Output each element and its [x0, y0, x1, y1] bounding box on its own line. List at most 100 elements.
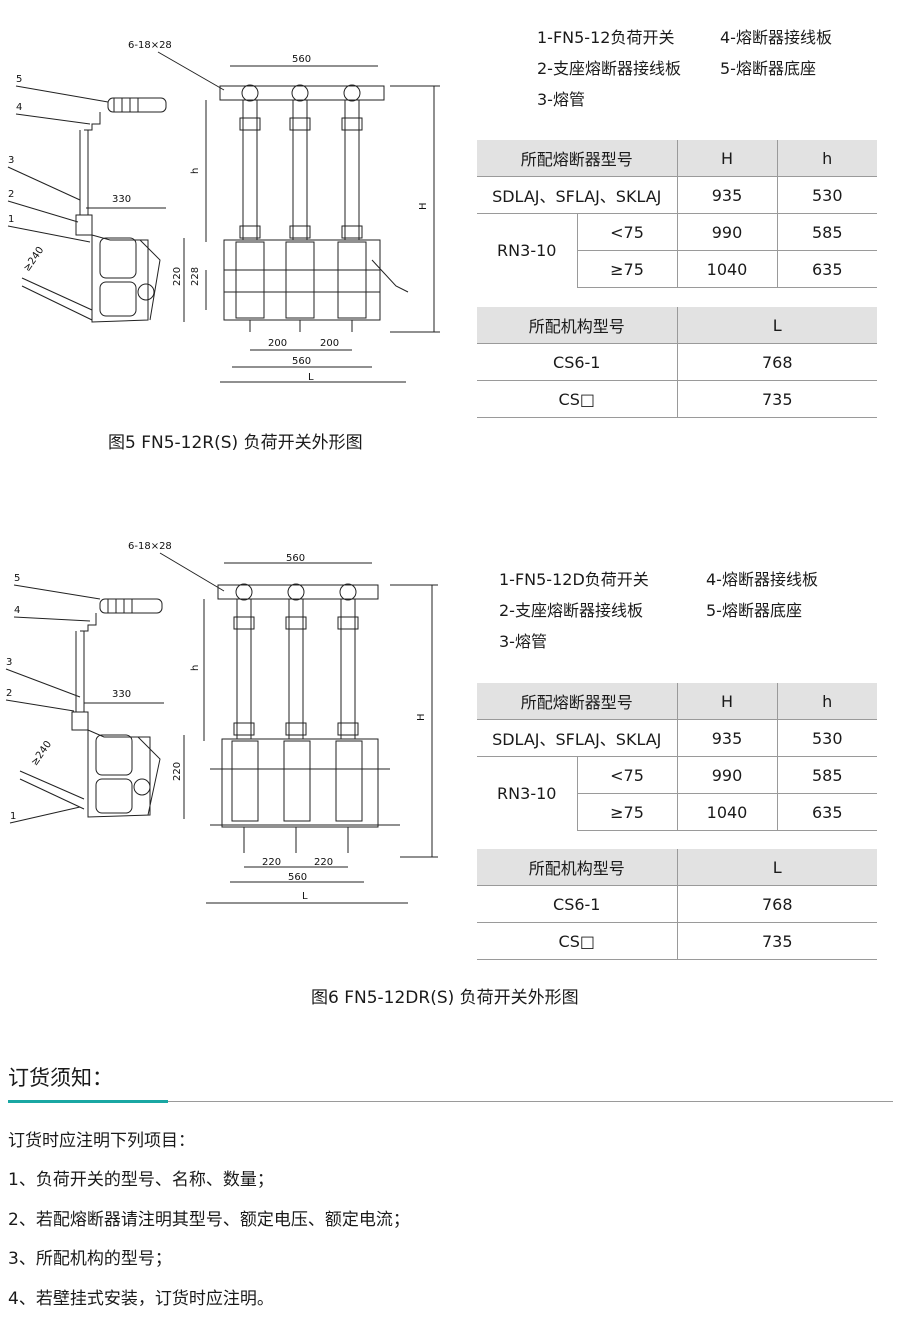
legend-item-5: 5-熔断器底座 — [706, 601, 802, 620]
dim-L: L — [308, 372, 314, 383]
notes-title: 订货须知： — [8, 1066, 113, 1090]
legend-item-2: 2-支座熔断器接线板 — [499, 601, 643, 620]
callout-4: 4 — [14, 605, 20, 616]
legend-item-3: 3-熔管 — [499, 632, 547, 651]
header-H: H — [676, 683, 777, 720]
note-item: 2、若配熔断器请注明其型号、额定电压、额定电流； — [8, 1210, 410, 1230]
dim-220: 220 — [172, 762, 183, 781]
cell-h: 635 — [776, 793, 877, 831]
legend-item-1: 1-FN5-12负荷开关 — [537, 28, 675, 47]
cell-H: 1040 — [676, 250, 777, 288]
notes-intro: 订货时应注明下列项目： — [8, 1131, 195, 1151]
figure5-mechanism-table: 所配机构型号 L CS6-1 768 CS□ 735 — [477, 307, 877, 418]
notes-accent-bar — [8, 1100, 168, 1103]
dim-330: 330 — [112, 194, 131, 205]
dim-bottom-560: 560 — [288, 872, 307, 883]
dim-228: 228 — [190, 267, 201, 286]
figure6-mechanism-table: 所配机构型号 L CS6-1 768 CS□ 735 — [477, 849, 877, 960]
dim-bottom-560: 560 — [292, 356, 311, 367]
figure6-caption: 图6 FN5-12DR(S) 负荷开关外形图 — [311, 988, 579, 1008]
cell-mechanism: CS□ — [477, 922, 677, 960]
header-h: h — [776, 140, 877, 177]
callout-1: 1 — [10, 811, 16, 822]
cell-H: 935 — [676, 176, 777, 214]
dim-220b: 220 — [314, 857, 333, 868]
table-row: CS□ 735 — [477, 380, 877, 418]
callout-4: 4 — [16, 102, 22, 113]
table-row: SDLAJ、SFLAJ、SKLAJ 935 530 — [477, 176, 877, 214]
dim-200a: 200 — [268, 338, 287, 349]
dim-slot: 6-18×28 — [128, 541, 172, 552]
cell-L: 768 — [676, 885, 877, 923]
callout-2: 2 — [6, 688, 12, 699]
figure6-drawing: 5 4 3 2 1 330 ≥240 220 6-18×28 560 h H 2… — [0, 537, 450, 917]
note-item: 4、若壁挂式安装，订货时应注明。 — [8, 1289, 274, 1309]
cell-model: SDLAJ、SFLAJ、SKLAJ — [477, 719, 677, 757]
callout-3: 3 — [8, 155, 14, 166]
dim-200b: 200 — [320, 338, 339, 349]
dim-top-560: 560 — [286, 553, 305, 564]
cell-h: 530 — [776, 719, 877, 757]
dim-240: ≥240 — [29, 739, 54, 768]
callout-5: 5 — [16, 74, 22, 85]
figure5-legend: 1-FN5-12负荷开关 4-熔断器接线板 2-支座熔断器接线板 5-熔断器底座… — [537, 22, 832, 115]
legend-item-2: 2-支座熔断器接线板 — [537, 59, 681, 78]
note-item: 1、负荷开关的型号、名称、数量； — [8, 1170, 274, 1190]
dim-220: 220 — [172, 267, 183, 286]
cell-model: SDLAJ、SFLAJ、SKLAJ — [477, 176, 677, 214]
cell-mechanism: CS6-1 — [477, 885, 677, 923]
cell-H: 935 — [676, 719, 777, 757]
table-row: RN3-10 <75 990 585 — [477, 756, 877, 831]
dim-top-560: 560 — [292, 54, 311, 65]
legend-item-4: 4-熔断器接线板 — [706, 570, 818, 589]
cell-rn-model: RN3-10 — [477, 213, 577, 288]
table-row: CS6-1 768 — [477, 885, 877, 923]
cell-rn-model: RN3-10 — [477, 756, 577, 831]
cell-L: 768 — [676, 343, 877, 381]
header-mechanism-model: 所配机构型号 — [477, 307, 677, 344]
header-mechanism-model: 所配机构型号 — [477, 849, 677, 886]
header-fuse-model: 所配熔断器型号 — [477, 140, 677, 177]
cell-H: 1040 — [676, 793, 777, 831]
callout-2: 2 — [8, 189, 14, 200]
dim-L: L — [302, 891, 308, 902]
header-L: L — [676, 849, 877, 886]
table-row: CS□ 735 — [477, 922, 877, 960]
cell-h: 585 — [776, 756, 877, 794]
dim-H: H — [418, 202, 429, 210]
cell-current: <75 — [576, 756, 677, 794]
table-row: ≥75 1040 635 — [477, 793, 877, 831]
dim-h: h — [190, 665, 201, 671]
legend-item-3: 3-熔管 — [537, 90, 585, 109]
legend-item-4: 4-熔断器接线板 — [720, 28, 832, 47]
cell-L: 735 — [676, 922, 877, 960]
legend-item-5: 5-熔断器底座 — [720, 59, 816, 78]
cell-H: 990 — [676, 756, 777, 794]
notes-divider — [8, 1101, 893, 1102]
figure6-legend: 1-FN5-12D负荷开关 4-熔断器接线板 2-支座熔断器接线板 5-熔断器底… — [499, 564, 818, 657]
table-row: CS6-1 768 — [477, 343, 877, 381]
header-h: h — [776, 683, 877, 720]
cell-L: 735 — [676, 380, 877, 418]
figure5-caption: 图5 FN5-12R(S) 负荷开关外形图 — [108, 433, 363, 453]
header-H: H — [676, 140, 777, 177]
dim-slot: 6-18×28 — [128, 40, 172, 51]
dim-h: h — [190, 168, 201, 174]
header-L: L — [676, 307, 877, 344]
figure5-fuse-table: 所配熔断器型号 H h SDLAJ、SFLAJ、SKLAJ 935 530 RN… — [477, 140, 877, 288]
table-row: RN3-10 <75 990 585 — [477, 213, 877, 288]
cell-current: <75 — [576, 213, 677, 251]
cell-h: 530 — [776, 176, 877, 214]
table-header-row: 所配机构型号 L — [477, 849, 877, 886]
note-item: 3、所配机构的型号； — [8, 1249, 172, 1269]
dim-240: ≥240 — [22, 245, 47, 274]
cell-H: 990 — [676, 213, 777, 251]
cell-h: 585 — [776, 213, 877, 251]
figure6-fuse-table: 所配熔断器型号 H h SDLAJ、SFLAJ、SKLAJ 935 530 RN… — [477, 683, 877, 831]
cell-mechanism: CS□ — [477, 380, 677, 418]
dim-H: H — [416, 713, 427, 721]
table-header-row: 所配机构型号 L — [477, 307, 877, 344]
table-header-row: 所配熔断器型号 H h — [477, 140, 877, 177]
dim-330: 330 — [112, 689, 131, 700]
cell-mechanism: CS6-1 — [477, 343, 677, 381]
